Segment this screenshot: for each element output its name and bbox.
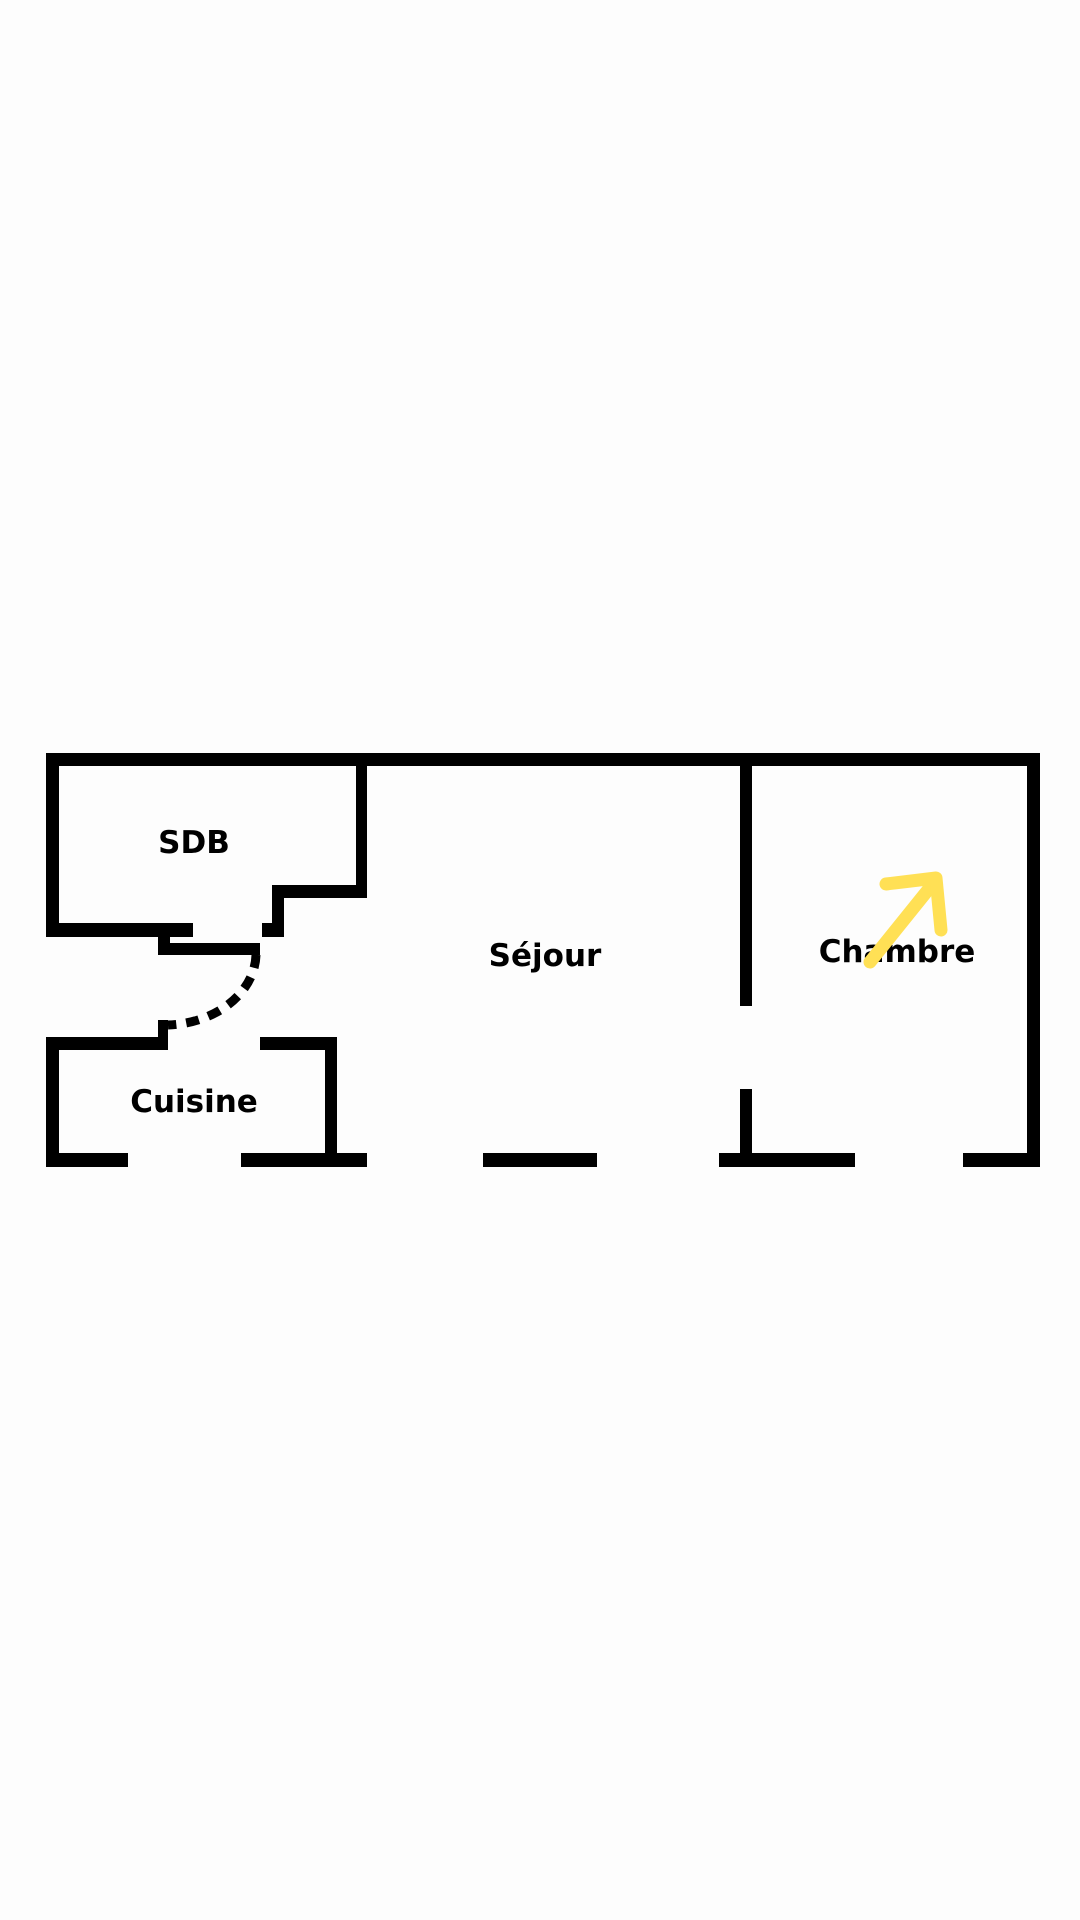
walls — [46, 753, 1040, 1167]
arrow-up-right-icon — [863, 871, 948, 969]
chambre-partition-upper — [740, 753, 752, 1006]
room-label-sejour: Séjour — [489, 938, 602, 974]
sdb-bottom-stub — [262, 923, 284, 937]
sdb-right-wall — [356, 753, 367, 898]
bottom-wall-5 — [963, 1153, 1040, 1167]
cuisine-left-wall — [46, 1037, 59, 1167]
cuisine-top-left — [46, 1037, 168, 1050]
bottom-wall-2 — [241, 1153, 367, 1167]
room-label-chambre: Chambre — [819, 934, 976, 970]
cuisine-top-right — [260, 1037, 337, 1050]
sdb-bottom-wall — [46, 923, 193, 937]
cuisine-right-wall — [325, 1037, 337, 1167]
top-wall — [46, 753, 1040, 766]
bottom-wall-1 — [46, 1153, 128, 1167]
bottom-wall-3 — [483, 1153, 597, 1167]
left-wall-upper — [46, 753, 59, 937]
chambre-partition-lower — [740, 1089, 752, 1159]
room-label-sdb: SDB — [158, 825, 230, 861]
sdb-step-horizontal — [272, 885, 367, 898]
room-label-cuisine: Cuisine — [130, 1084, 258, 1120]
right-wall — [1027, 753, 1040, 1167]
door-swing-arc — [167, 954, 261, 1030]
bottom-wall-4 — [719, 1153, 855, 1167]
door-leaf — [158, 943, 260, 955]
cuisine-jamb — [158, 1020, 168, 1040]
